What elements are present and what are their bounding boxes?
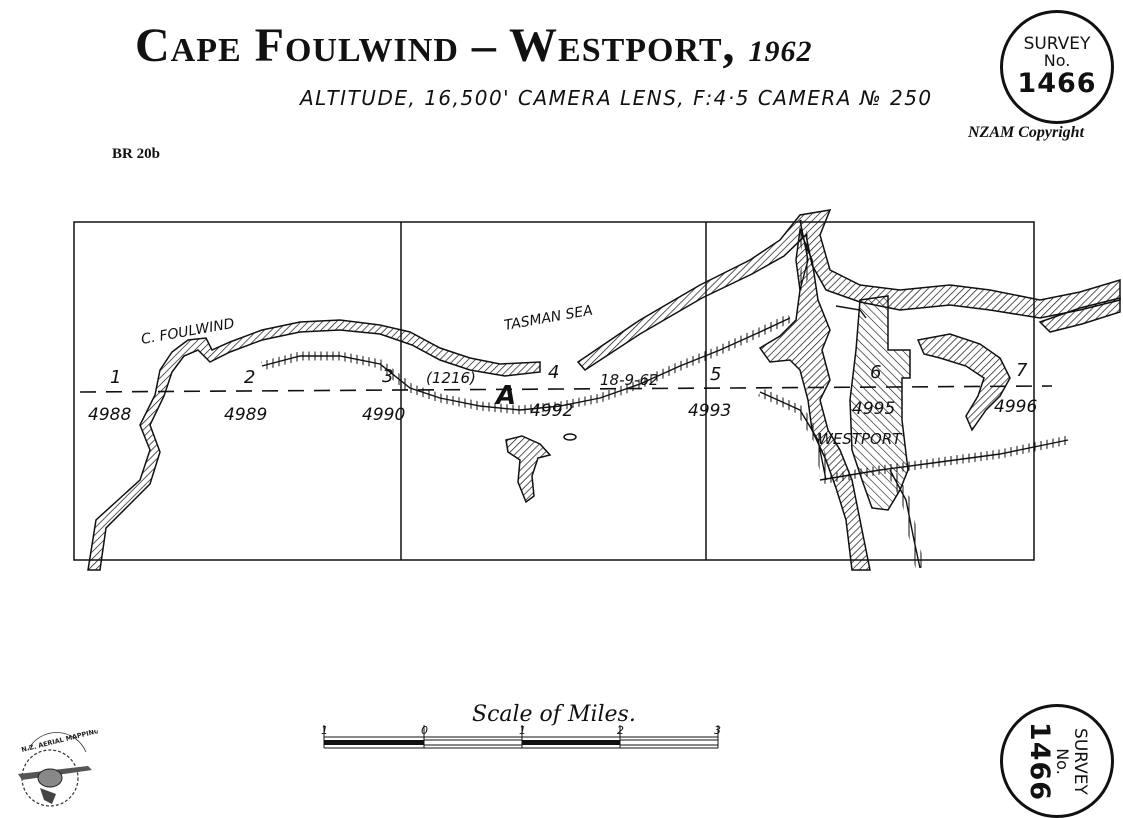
badge-number: 1466 (1017, 68, 1097, 100)
scale-tick: 1 (519, 724, 526, 737)
town-label: WESTPORT (818, 430, 903, 448)
photo-number: 4989 (224, 405, 267, 425)
run-marker: A (494, 381, 516, 411)
scale-tick: 3 (714, 724, 721, 737)
eastern-lagoon (916, 333, 1011, 432)
scale-tick: 1 (321, 724, 328, 737)
title-year: 1962 (748, 35, 813, 68)
photo-number: 4988 (88, 405, 131, 425)
photo-number: 4993 (688, 401, 731, 421)
westport-town (849, 295, 911, 511)
photo-number: 4992 (530, 401, 573, 421)
survey-badge-top: SURVEY No. 1466 (1000, 10, 1114, 124)
railway-lines (260, 219, 1069, 569)
run-reference: (1216) (426, 369, 476, 387)
photo-number: 4996 (994, 397, 1037, 417)
flight-line (79, 385, 1053, 393)
station-number: 1 (110, 367, 121, 388)
exposure-stations: 1 4988 2 4989 3 4990 4 4992 5 4993 6 499… (88, 360, 1037, 425)
title-text: Cape Foulwind – Westport, (135, 19, 736, 72)
badge-label: SURVEY (1023, 33, 1091, 54)
station-number: 4 (548, 362, 559, 383)
scale-tick: 0 (421, 724, 428, 737)
badge-no: No. (1043, 51, 1071, 71)
run-date: 18-9-62 (600, 371, 659, 389)
station-number: 2 (244, 367, 255, 388)
map-grid (73, 221, 1035, 561)
station-number: 3 (382, 366, 393, 387)
logo-text: N.Z. AERIAL MAPPING (21, 730, 98, 754)
aerial-mapping-logo: N.Z. AERIAL MAPPING (18, 730, 98, 807)
station-number: 7 (1016, 360, 1028, 381)
station-number: 6 (870, 362, 881, 383)
flight-details: ALTITUDE, 16,500' CAMERA LENS, F:4·5 CAM… (300, 86, 933, 110)
offshore-islet (505, 435, 552, 504)
scale-label: Scale of Miles. (472, 702, 636, 727)
photo-number: 4995 (852, 399, 895, 419)
scale-tick: 2 (617, 724, 624, 737)
scale-bar: 1 0 1 2 3 (321, 724, 721, 749)
offshore-rock (563, 433, 577, 441)
coastline-north (576, 209, 1121, 371)
station-number: 5 (710, 364, 721, 385)
copyright-notice: NZAM Copyright (968, 124, 1085, 141)
photo-number: 4990 (362, 405, 405, 425)
map-title: Cape Foulwind – Westport, 1962 (135, 18, 813, 73)
eastern-lagoon-east (1038, 297, 1121, 333)
buller-river (758, 227, 871, 571)
sea-label: TASMAN SEA (503, 303, 594, 334)
sheet-reference: BR 20b (112, 146, 160, 162)
